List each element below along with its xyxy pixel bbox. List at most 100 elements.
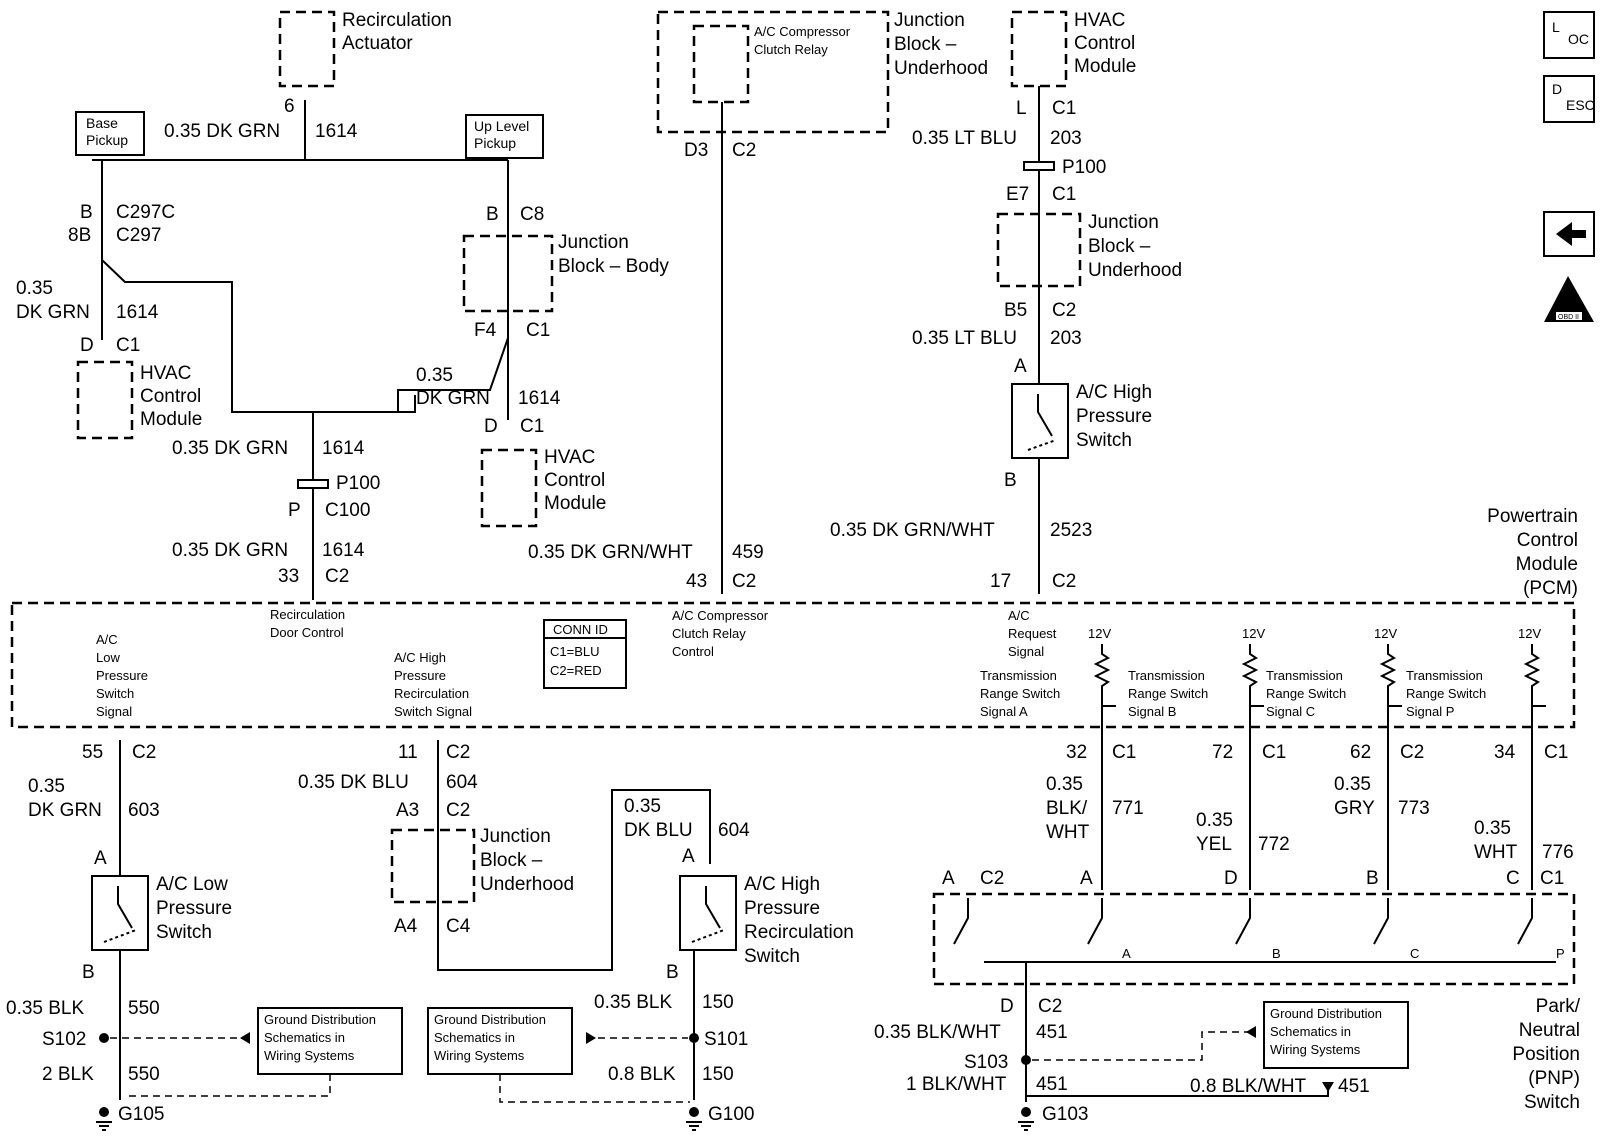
conn-c100: C100 [325, 500, 370, 521]
conn-c1-72: C1 [1262, 742, 1286, 763]
conn-c4: C4 [446, 916, 471, 937]
pin-d-left: D [80, 335, 94, 356]
pcm-label-4: (PCM) [1523, 578, 1578, 599]
ground-dist-box-2[interactable] [427, 1007, 573, 1075]
pin-43: 43 [686, 571, 707, 592]
gd1-label-2: Schematics in [264, 1030, 345, 1045]
pnp-label-3: Position [1512, 1044, 1580, 1065]
pin-a4: A4 [394, 916, 418, 937]
wire-603-circuit: 603 [128, 800, 160, 821]
pin-e7: E7 [1006, 184, 1029, 205]
wire-label-recirc2-circuit: 1614 [322, 438, 365, 459]
ac-req-sig-1: A/C [1008, 608, 1030, 623]
ac-lp-label-1: A/C Low [156, 874, 228, 895]
wire-603-gauge: 0.35 [28, 776, 65, 797]
pnp-label-4: (PNP) [1528, 1068, 1580, 1089]
conn-c2-d3: C2 [732, 140, 756, 161]
p100-left-splice [297, 479, 329, 489]
jb-top-label-1: Junction [894, 10, 965, 31]
wire-label-left-circuit: 1614 [116, 302, 159, 323]
splice-s101 [689, 1033, 699, 1043]
ac-clutch-ctrl-1: A/C Compressor [672, 608, 769, 623]
gd1-label-3: Wiring Systems [264, 1048, 355, 1063]
ac-lp-label-3: Switch [156, 922, 212, 943]
ac-low-sig-4: Switch [96, 686, 134, 701]
gd2-label-3: Wiring Systems [434, 1048, 525, 1063]
wire-550-gauge: 0.35 BLK [6, 998, 84, 1019]
conn-c2-pnp-out: C2 [1038, 996, 1062, 1017]
trs-p-3: Signal P [1406, 704, 1454, 719]
ground-g105-label: G105 [118, 1104, 164, 1125]
junction-block-underhood-top-box [656, 10, 890, 134]
uplevel-pickup-label-1: Up Level [474, 118, 529, 134]
splice-s101-label: S101 [704, 1029, 748, 1050]
conn-id-title: CONN ID [553, 622, 608, 637]
pin-55: 55 [82, 742, 103, 763]
trs-c-2: Range Switch [1266, 686, 1346, 701]
pnp-pos-c: C [1410, 946, 1419, 961]
pin-33: 33 [278, 566, 299, 587]
loc-icon[interactable] [1543, 11, 1595, 59]
wire-label-203b-gauge: 0.35 LT BLU [912, 328, 1017, 349]
pnp-label-2: Neutral [1519, 1020, 1580, 1041]
pcm-box [10, 601, 1576, 729]
hvac-tr-label-2: Control [1074, 33, 1135, 54]
wire-604a-circuit: 604 [446, 772, 478, 793]
pin-a-hp: A [1014, 356, 1027, 377]
wire-label-left-color: DK GRN [16, 302, 90, 323]
obd-ii-icon[interactable] [1544, 276, 1594, 322]
ground-g100-dot [689, 1107, 699, 1117]
conn-c2-11: C2 [446, 742, 470, 763]
ground-g105-dot [99, 1107, 109, 1117]
conn-c1-mid: C1 [520, 416, 544, 437]
wire-604b-gauge: 0.35 [624, 796, 661, 817]
ground-dist-box-1[interactable] [257, 1007, 403, 1075]
pin-11: 11 [398, 742, 418, 763]
wire-550b-circuit: 550 [128, 1064, 160, 1085]
conn-id-box [543, 619, 627, 689]
hvac-tr-label-1: HVAC [1074, 10, 1125, 31]
ac-req-sig-3: Signal [1008, 644, 1044, 659]
ac-hp-recirc-sig-4: Switch Signal [394, 704, 472, 719]
trs-c-1: Transmission [1266, 668, 1343, 683]
pin-8b: 8B [68, 225, 91, 246]
wire-label-recirc2-gauge: 0.35 DK GRN [172, 438, 288, 459]
pin-b-hp: B [1004, 470, 1017, 491]
pin-a-lp: A [94, 848, 107, 869]
wire-label-203a-circuit: 203 [1050, 128, 1082, 149]
trs-b-1: Transmission [1128, 668, 1205, 683]
base-pickup-label-2: Pickup [86, 132, 128, 148]
ground-dist-box-3[interactable] [1263, 1001, 1409, 1069]
pnp-label-1: Park/ [1536, 996, 1581, 1017]
base-pickup-box [75, 111, 145, 156]
pin-a-pnp: A [1080, 868, 1093, 889]
conn-c2-55: C2 [132, 742, 156, 763]
wire-150a-circuit: 150 [702, 992, 734, 1013]
splice-s103 [1021, 1055, 1031, 1065]
pin-a-hpr: A [682, 846, 695, 867]
wire-451a-gauge: 0.35 BLK/WHT [874, 1022, 1001, 1043]
desc-icon[interactable] [1543, 75, 1595, 123]
jb-body-label-1: Junction [558, 232, 629, 253]
wire-771-color-2: WHT [1046, 822, 1090, 843]
pin-b-pnp: B [1366, 868, 1379, 889]
trs-p-2: Range Switch [1406, 686, 1486, 701]
ac-compressor-relay-box [692, 24, 750, 104]
ac-hp-recirc-switch-box [679, 875, 737, 951]
pin-b-left: B [80, 202, 93, 223]
trs-c-3: Signal C [1266, 704, 1315, 719]
pnp-switch-box [932, 892, 1576, 986]
conn-c297c: C297C [116, 202, 175, 223]
wire-label-recirc-circuit: 1614 [315, 121, 358, 142]
trs-a-1: Transmission [980, 668, 1057, 683]
hvac-tr-label-3: Module [1074, 56, 1136, 77]
pin-d-mid: D [484, 416, 498, 437]
conn-c1-pnp: C1 [1540, 868, 1564, 889]
wire-label-mid-color: DK GRN [416, 388, 490, 409]
wire-150b-circuit: 150 [702, 1064, 734, 1085]
pcm-label-3: Module [1516, 554, 1578, 575]
jb-top-label-2: Block – [894, 34, 957, 55]
wire-550b-gauge: 2 BLK [42, 1064, 94, 1085]
wire-label-recirc-gauge: 0.35 DK GRN [164, 121, 280, 142]
